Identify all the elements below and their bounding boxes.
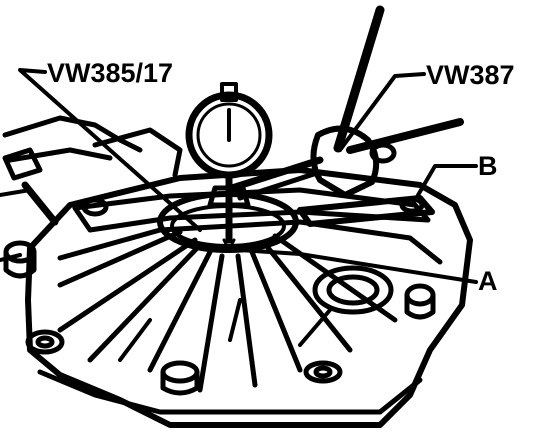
housing-outline (25, 167, 473, 428)
vw387-rod (333, 5, 385, 153)
vw387-cross-arm (346, 118, 464, 154)
bolt-boss-front-right (303, 360, 343, 384)
vw387-knob (369, 142, 397, 164)
background-bracket-left (2, 115, 143, 163)
callout-vw385-17: VW385/17 (47, 58, 174, 88)
bracket-mount-bolt (399, 196, 425, 214)
leader-a (238, 248, 478, 284)
leader-b (412, 164, 478, 204)
gauge-support-arm (228, 156, 324, 192)
housing-lower-rim (37, 369, 423, 415)
dial-gauge-icon (185, 82, 273, 252)
background-bolt-left (2, 147, 43, 181)
bolt-boss-top (81, 197, 109, 217)
deck-inner-edge (57, 219, 443, 265)
vw387-bracket-bar (297, 195, 435, 227)
gauge-support-arm-lower (237, 169, 323, 201)
callout-b: B (478, 151, 498, 181)
round-boss (312, 265, 394, 315)
leader-vw387 (338, 72, 426, 152)
background-arm-left (92, 127, 183, 178)
bolt-boss-front-left (25, 329, 65, 355)
bolt-boss-right (404, 283, 436, 320)
leader-vw385 (18, 68, 202, 232)
callout-vw387: VW387 (426, 60, 515, 90)
housing-ribs (57, 229, 398, 393)
bolt-boss-front (160, 360, 200, 396)
callout-a: A (478, 266, 498, 296)
bolt-boss-left (3, 240, 37, 279)
rib-pocket-lower (118, 298, 332, 362)
